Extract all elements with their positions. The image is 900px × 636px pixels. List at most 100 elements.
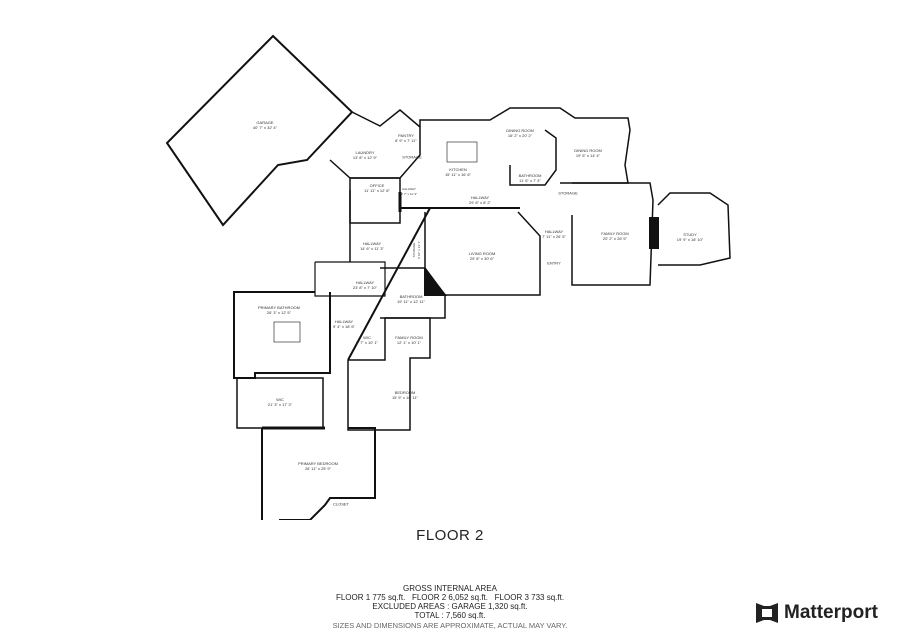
room-name: HALLWAY [362,241,382,246]
room-dim: 9' 7" x 10' 1" [356,340,378,345]
room-name: KITCHEN [449,167,467,172]
floor-plan [165,34,731,520]
room-closet: CLOSET [333,502,349,507]
floor-title: FLOOR 2 [416,527,484,544]
room-dim: 15' 11" x 16' 6" [444,172,472,177]
room-dim: 26' 11" x 25' 9" [304,466,332,471]
stair-walls [314,261,386,297]
area-floors: FLOOR 1 775 sq.ft. FLOOR 2 6,052 sq.ft. … [335,593,565,602]
brand-name: Matterport [784,602,878,623]
room-dim: 7' 11" x 26' 5" [542,234,566,239]
room-name: PANTRY [398,133,414,138]
tub [273,321,301,343]
room-name: DINING ROOM [506,128,534,133]
matterport-logo: Matterport [756,602,878,624]
room-dim: 26' 3" x 12' 5" [266,310,292,315]
room-name: LIVING ROOM [468,251,496,256]
room-dim: 20' 2" x 26' 5" [602,236,628,241]
room-dim: 9' 4" x 18' 6" [333,324,355,329]
area-excluded: EXCLUDED AREAS : GARAGE 1,320 sq.ft. [372,602,528,611]
room-dim: 29' 8" x 8' 2" [469,200,491,205]
room-dim: 21' 3" x 17' 3" [267,402,293,407]
room-dim: 13' 8" x 12' 9" [352,155,378,160]
room-name: HALLWAY [355,280,375,285]
kitchen-island [446,141,478,163]
primary-bedroom-walls [261,427,376,520]
diagonal-wall [347,207,431,361]
room-dim: 3' 7" x 11' 3" [400,192,418,196]
room-storage-2: STORAGE [558,191,578,196]
room-name: HALLWAY [544,229,564,234]
room-name: BATHROOM [399,294,423,299]
area-total: TOTAL : 7,560 sq.ft. [414,611,486,620]
room-dim: 6' 10" x 14' 1" [417,240,421,260]
room-name: FAMILY ROOM [601,231,629,236]
room-name: BATHROOM [518,173,542,178]
room-dim: 16' 2" x 20' 2" [507,133,533,138]
room-name: HALLWAY [470,195,490,200]
matterport-logo-icon [756,603,778,623]
room-dim: 11' 11" x 12' 8" [364,188,390,193]
room-name: PRIMARY BATHROOM [257,305,301,310]
room-name: OFFICE [369,183,385,188]
room-name: STUDY [683,232,697,237]
room-dim: 23' 8" x 7' 10" [352,285,378,290]
room-dim: 15' 9" x 16' 11" [391,395,419,400]
room-name: HALLWAY [402,187,416,191]
room-name: BEDROOM [394,390,416,395]
area-heading: GROSS INTERNAL AREA [403,584,497,593]
room-dim: 11' 6" x 7' 3" [519,178,541,183]
room-name: LAUNDRY [355,150,375,155]
room-name: WIC [363,335,371,340]
room-entry: ENTRY [547,261,560,266]
room-name: STORAGE [402,154,422,160]
family-fireplace [649,217,659,249]
room-name: STORAGE [558,190,578,196]
kitchen-walls [419,107,631,184]
area-summary: GROSS INTERNAL AREA FLOOR 1 775 sq.ft. F… [300,584,600,630]
room-name: GARAGE [256,120,274,125]
room-name: HALLWAY [334,319,354,324]
bathroom-walls [509,129,557,186]
area-note: SIZES AND DIMENSIONS ARE APPROXIMATE, AC… [332,621,568,630]
study-walls [657,192,731,266]
room-dim: 19' 9" x 18' 10" [676,237,704,242]
room-name: CLOSET [332,501,350,507]
room-name: WIC [276,397,284,402]
room-dim: 19' 11" x 12' 11" [396,299,426,304]
room-storage: STORAGE [402,155,422,160]
room-name: FAMILY ROOM [395,335,423,340]
room-dim: 8' 9" x 7' 11" [395,138,417,143]
room-dim: 40' 7" x 32' 4" [252,125,278,130]
room-name: PRIMARY BEDROOM [298,461,338,466]
room-name: DINING ROOM [574,148,602,153]
garage-walls [165,34,354,227]
room-dim: 14' 6" x 11' 3" [360,246,384,251]
room-dim: 12' 1" x 10' 1" [396,340,422,345]
wic-family-walls [347,317,431,431]
